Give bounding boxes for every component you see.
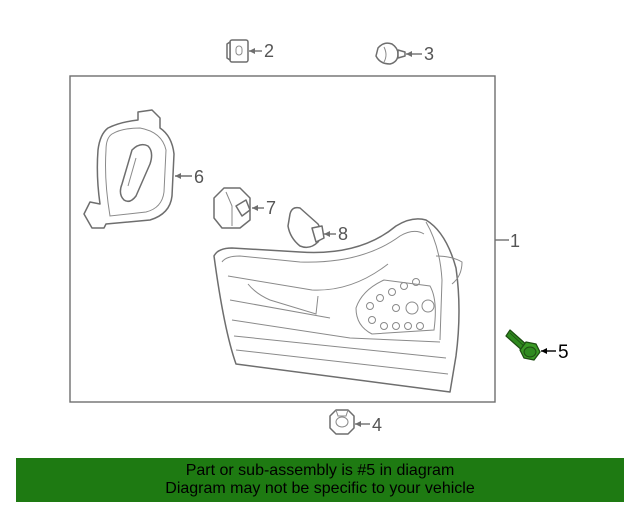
- part-6-gasket[interactable]: [83, 109, 175, 229]
- part-8-bulb[interactable]: [287, 206, 325, 249]
- callout-3-label: 3: [424, 44, 434, 64]
- callout-2-label: 2: [264, 41, 274, 61]
- callout-5-label: 5: [558, 342, 569, 363]
- part-7-socket[interactable]: [213, 187, 251, 229]
- part-5-bolt[interactable]: [505, 329, 541, 361]
- part-4-nut[interactable]: [329, 409, 355, 435]
- callout-1-label: 1: [510, 231, 520, 251]
- callout-6-label: 6: [194, 167, 204, 187]
- banner-line-1: Part or sub-assembly is #5 in diagram: [185, 462, 455, 479]
- callout-4: 4: [355, 415, 382, 435]
- part-3-nut[interactable]: [375, 42, 406, 65]
- info-banner: Part or sub-assembly is #5 in diagram Di…: [16, 458, 624, 502]
- callout-1: 1: [495, 231, 520, 251]
- callout-5: 5: [541, 342, 569, 363]
- callout-8-label: 8: [338, 224, 348, 244]
- callout-2: 2: [249, 41, 274, 61]
- callout-6: 6: [175, 167, 204, 187]
- callout-4-label: 4: [372, 415, 382, 435]
- banner-line-2: Diagram may not be specific to your vehi…: [165, 480, 475, 497]
- assembly-box: [69, 75, 496, 403]
- part-1-tail-lamp[interactable]: [213, 218, 463, 393]
- callout-7-label: 7: [266, 198, 276, 218]
- part-2-clip[interactable]: [226, 39, 249, 63]
- callout-3: 3: [406, 44, 434, 64]
- callout-7: 7: [252, 198, 276, 218]
- callout-8: 8: [324, 224, 348, 244]
